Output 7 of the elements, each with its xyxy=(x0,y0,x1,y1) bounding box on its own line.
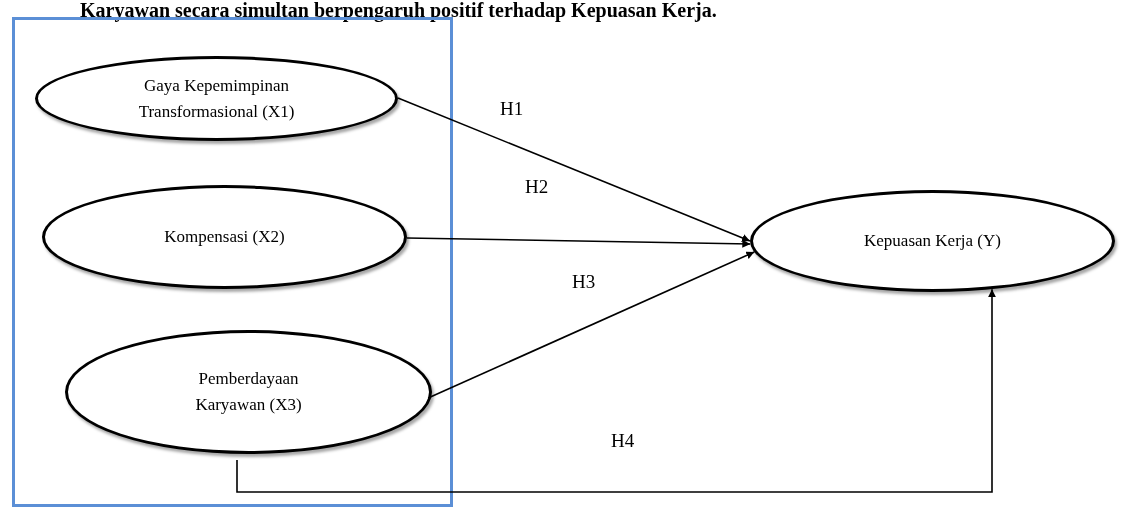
variable-name: Gaya Kepemimpinan Transformasional (X1) xyxy=(137,74,296,123)
hypothesis-text: Karyawan secara simultan berpengaruh positif terhadap Kepuasan Kerja. xyxy=(80,0,717,20)
arrow xyxy=(397,97,751,242)
arrow xyxy=(406,237,752,248)
variable-name: Kompensasi (X2) xyxy=(163,226,286,248)
variable-name: Pemberdayaan Karyawan (X3) xyxy=(194,368,303,416)
variable-name: Kepuasan Kerja (Y) xyxy=(863,230,1002,252)
